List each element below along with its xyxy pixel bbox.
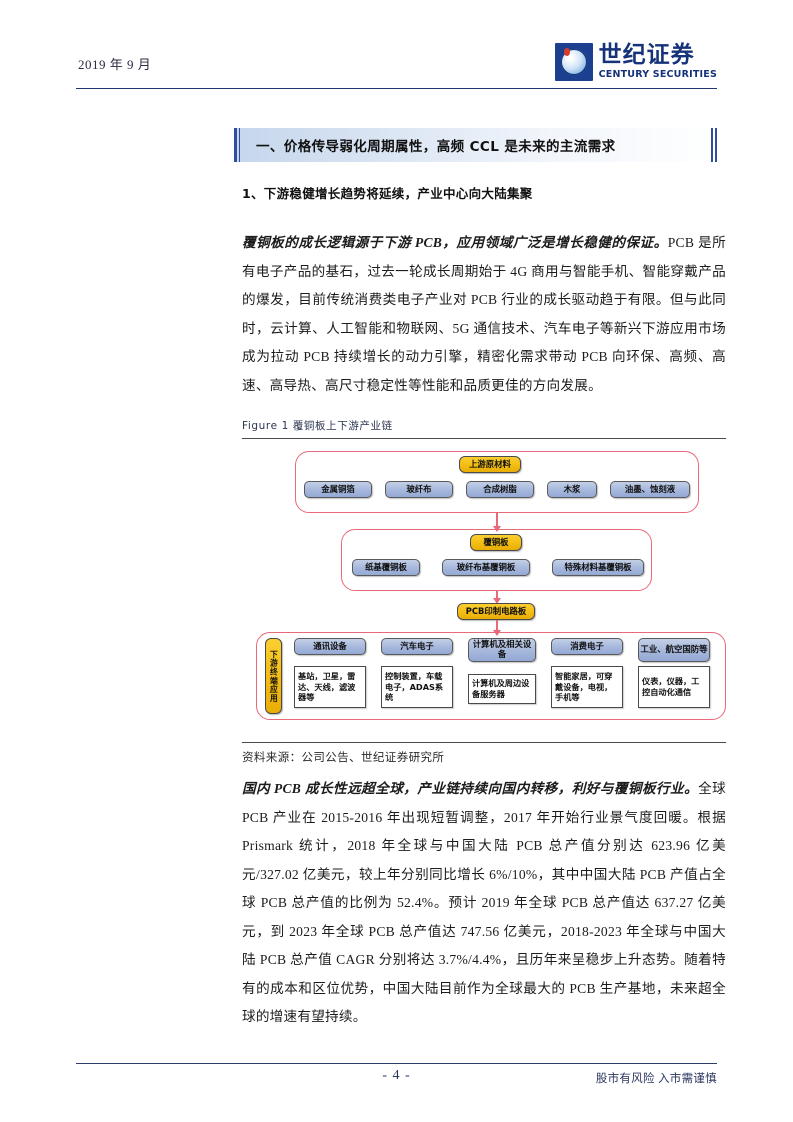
- tier-4-item-1: 汽车电子: [381, 638, 453, 655]
- page-number: - 4 -: [382, 1068, 411, 1083]
- sub-heading: 1、下游稳健增长趋势将延续，产业中心向大陆集聚: [242, 186, 533, 201]
- arrow-head-tier2-tier3: [493, 598, 501, 604]
- supply-chain-diagram: 上游原材料 金属铜箔 玻纤布 合成树脂 木浆 油墨、蚀刻液 覆铜板 纸基覆铜板 …: [242, 446, 726, 736]
- paragraph-1-body: PCB 是所有电子产品的基石，过去一轮成长周期始于 4G 商用与智能手机、智能穿…: [242, 235, 726, 393]
- logo-name-cn: 世纪证券: [598, 42, 695, 69]
- tier-4-item-3: 消费电子: [551, 638, 623, 655]
- tier-4-detail-0: 基站，卫星，雷达、天线，滤波器等: [294, 666, 366, 708]
- tier-4-title: 下游终端应用: [265, 638, 282, 714]
- tier-2-item-1: 玻纤布基覆铜板: [442, 559, 530, 576]
- footer-divider: [76, 1063, 717, 1064]
- tier-4-detail-3: 智能家居，可穿戴设备，电视，手机等: [551, 666, 623, 708]
- tier-4-detail-1: 控制装置，车载电子，ADAS系统: [381, 666, 453, 708]
- tier-1-item-1: 玻纤布: [385, 481, 453, 498]
- tier-1-item-4: 油墨、蚀刻液: [610, 481, 690, 498]
- footer-disclaimer: 股市有风险 入市需谨慎: [595, 1073, 717, 1085]
- company-logo: 世纪证券 CENTURY SECURITIES: [554, 42, 717, 82]
- tier-4-item-2: 计算机及相关设备: [468, 638, 536, 662]
- tier-4-detail-2: 计算机及周边设备服务器: [468, 674, 536, 704]
- tier-1-item-3: 木浆: [547, 481, 597, 498]
- paragraph-2: 国内 PCB 成长性远超全球，产业链持续向国内转移，利好与覆铜板行业。全球 PC…: [242, 775, 726, 1032]
- arrow-tier1-tier2: [496, 513, 498, 528]
- section-banner: 一、价格传导弱化周期属性，高频 CCL 是未来的主流需求: [234, 128, 717, 162]
- tier-4-item-0: 通讯设备: [294, 638, 366, 655]
- paragraph-2-lead: 国内 PCB 成长性远超全球，产业链持续向国内转移，利好与覆铜板行业。: [242, 781, 699, 796]
- page-header: 2019 年 9 月 世纪证券 CENTURY SECURITIES: [76, 40, 717, 88]
- tier-2-item-0: 纸基覆铜板: [352, 559, 420, 576]
- figure-caption: Figure 1 覆铜板上下游产业链: [242, 418, 726, 439]
- banner-left-bars-icon: [234, 128, 240, 162]
- tier-3-title: PCB印制电路板: [457, 603, 535, 620]
- banner-right-bars-icon: [711, 128, 717, 162]
- tier-1-item-2: 合成树脂: [466, 481, 534, 498]
- tier-4-group: [256, 632, 726, 720]
- tier-1-item-0: 金属铜箔: [304, 481, 372, 498]
- figure-source: 资料来源：公司公告、世纪证券研究所: [242, 742, 726, 765]
- logo-name-en: CENTURY SECURITIES: [598, 69, 717, 81]
- arrow-head-tier3-tier4: [493, 630, 501, 636]
- paragraph-1: 覆铜板的成长逻辑源于下游 PCB，应用领域广泛是增长稳健的保证。PCB 是所有电…: [242, 229, 726, 400]
- header-divider: [76, 88, 717, 89]
- tier-2-title: 覆铜板: [470, 534, 522, 551]
- logo-text: 世纪证券 CENTURY SECURITIES: [599, 44, 717, 80]
- arrow-tier2-tier3: [496, 591, 498, 600]
- header-date: 2019 年 9 月: [78, 57, 152, 72]
- paragraph-2-body: 全球 PCB 产业在 2015-2016 年出现短暂调整，2017 年开始行业景…: [242, 781, 727, 1024]
- arrow-tier3-tier4: [496, 620, 498, 632]
- paragraph-1-lead: 覆铜板的成长逻辑源于下游 PCB，应用领域广泛是增长稳健的保证。: [242, 235, 668, 250]
- section-title: 一、价格传导弱化周期属性，高频 CCL 是未来的主流需求: [256, 139, 616, 155]
- tier-1-title: 上游原材料: [459, 456, 521, 473]
- logo-mark-icon: [554, 43, 593, 81]
- tier-2-group: [341, 529, 652, 591]
- tier-1-group: [295, 451, 699, 513]
- tier-2-item-2: 特殊材料基覆铜板: [552, 559, 644, 576]
- tier-4-detail-4: 仪表，仪器，工控自动化通信: [638, 666, 710, 708]
- tier-4-item-4: 工业、航空国防等: [638, 638, 710, 662]
